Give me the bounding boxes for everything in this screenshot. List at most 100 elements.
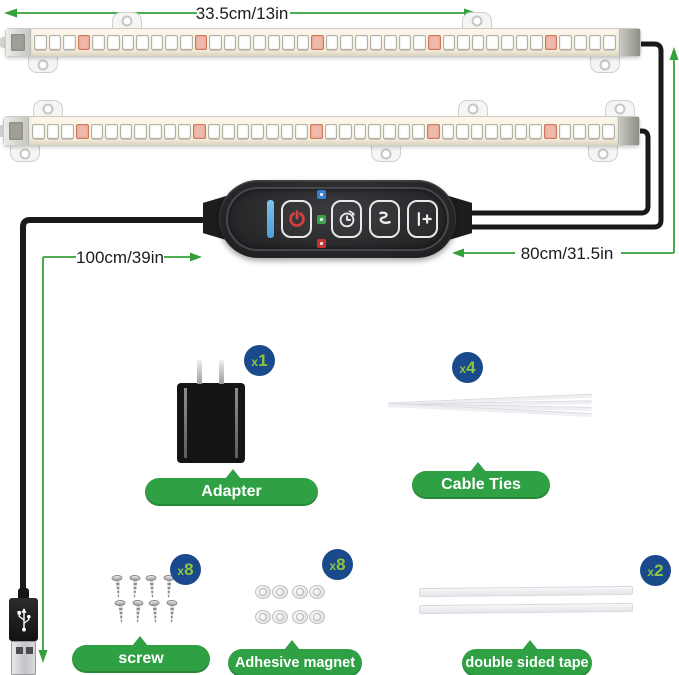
red-led-chip	[426, 123, 440, 139]
cable-ties-label: Cable Ties	[412, 462, 550, 499]
white-led-chip	[384, 35, 397, 50]
white-led-chip	[48, 35, 62, 50]
white-led-chip	[442, 35, 456, 50]
adapter-qty-badge: x1	[244, 345, 275, 376]
white-led-chip	[340, 35, 354, 50]
white-led-chip	[471, 35, 485, 50]
white-led-chip	[324, 123, 338, 139]
white-led-chip	[207, 123, 221, 139]
white-led-chip	[119, 123, 133, 139]
white-led-chip	[588, 35, 602, 50]
white-led-chip	[266, 123, 279, 139]
indicator-blue	[317, 190, 326, 199]
timer-button	[331, 200, 362, 238]
double-sided-tape	[418, 602, 634, 615]
white-led-chip	[558, 123, 572, 139]
white-led-chip	[339, 123, 352, 139]
screw	[145, 574, 158, 601]
adhesive-magnet	[272, 585, 288, 599]
mounting-tab	[462, 12, 492, 29]
white-led-chip	[34, 35, 47, 50]
brightness-button	[407, 200, 438, 238]
bar-end-nub	[0, 36, 7, 49]
white-led-chip	[149, 123, 162, 139]
strip-cable-length-label: 80cm/31.5in	[520, 244, 614, 263]
white-led-chip	[441, 123, 455, 139]
adhesive-magnet	[292, 610, 308, 624]
red-led-chip	[192, 123, 206, 139]
status-light-bar	[267, 200, 274, 238]
white-led-chip	[457, 35, 470, 50]
white-led-chip	[501, 35, 514, 50]
adapter-prong	[219, 360, 224, 384]
white-led-chip	[280, 123, 294, 139]
indicator-red	[317, 239, 326, 248]
white-led-chip	[573, 123, 586, 139]
bar-end-cap-left	[4, 117, 29, 145]
mounting-tab	[10, 145, 40, 162]
led-strip	[31, 29, 619, 56]
usb-metal-connector	[11, 641, 36, 675]
led-strip	[29, 117, 618, 145]
adhesive-magnet	[292, 585, 308, 599]
white-led-chip	[121, 35, 135, 50]
usb-contact	[26, 647, 33, 654]
white-led-chip	[355, 35, 368, 50]
adhesive-magnet	[309, 610, 325, 624]
white-led-chip	[602, 123, 615, 139]
white-led-chip	[325, 35, 339, 50]
white-led-chip	[397, 123, 411, 139]
controller-seam	[226, 187, 449, 251]
white-led-chip	[603, 35, 616, 50]
red-led-chip	[428, 35, 441, 50]
white-led-chip	[46, 123, 60, 139]
white-led-chip	[134, 123, 147, 139]
timer-icon	[339, 210, 355, 228]
red-led-chip	[311, 35, 324, 50]
screw	[131, 599, 144, 626]
white-led-chip	[178, 123, 191, 139]
indicator-green	[317, 214, 326, 224]
white-led-chip	[514, 123, 528, 139]
white-led-chip	[398, 35, 412, 50]
red-led-chip	[194, 35, 208, 50]
mounting-tab	[33, 100, 63, 117]
mounting-tab	[458, 100, 488, 117]
white-led-chip	[32, 123, 45, 139]
white-led-chip	[90, 123, 104, 139]
white-led-chip	[105, 123, 118, 139]
mounting-tab	[112, 12, 142, 29]
white-led-chip	[165, 35, 178, 50]
cable-ties	[387, 392, 594, 424]
bar-housing	[5, 28, 641, 57]
white-led-chip	[238, 35, 251, 50]
white-led-chip	[63, 35, 76, 50]
double-sided-tapes	[418, 585, 635, 618]
adapter-label: Adapter	[145, 469, 318, 506]
white-led-chip	[209, 35, 222, 50]
adhesive-magnet	[309, 585, 325, 599]
brightness-icon	[417, 211, 432, 227]
bar-end-nub	[0, 125, 5, 137]
mounting-tab	[605, 100, 635, 117]
white-led-chip	[587, 123, 601, 139]
white-led-chip	[485, 123, 498, 139]
power-icon	[288, 210, 305, 227]
white-led-chip	[470, 123, 484, 139]
screw	[111, 574, 124, 601]
cycle-mode-button	[369, 200, 400, 238]
arrowhead-up	[669, 47, 679, 60]
arrowhead-left	[4, 8, 17, 18]
usb-plug-body	[9, 598, 38, 641]
white-led-chip	[179, 35, 193, 50]
red-led-chip	[75, 123, 89, 139]
mode-indicators	[317, 190, 326, 248]
white-led-chip	[500, 123, 513, 139]
mounting-tab	[588, 145, 618, 162]
tape-qty-badge: x2	[640, 555, 671, 586]
red-led-chip	[544, 35, 558, 50]
white-led-chip	[136, 35, 149, 50]
white-led-chip	[412, 123, 425, 139]
bar-end-cap-left	[6, 29, 31, 56]
